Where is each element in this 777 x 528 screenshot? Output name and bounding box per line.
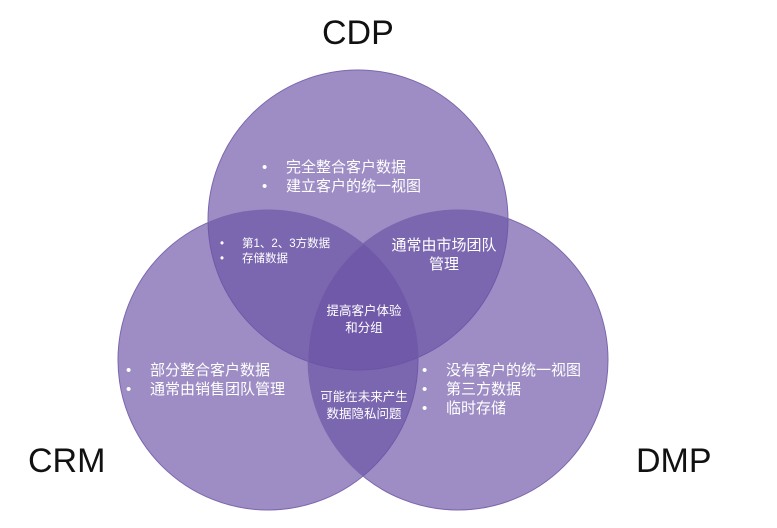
- list-item: 第三方数据: [422, 380, 581, 399]
- list-item: 完全整合客户数据: [262, 158, 421, 177]
- dmp-circle: [307, 209, 609, 511]
- crm-text: 部分整合客户数据 通常由销售团队管理: [126, 361, 285, 399]
- cdp-label: CDP: [322, 14, 394, 52]
- list-item: 第1、2、3方数据: [220, 237, 330, 252]
- list-item: 部分整合客户数据: [126, 361, 285, 380]
- text-line: 可能在未来产生: [320, 390, 408, 404]
- list-item: 建立客户的统一视图: [262, 177, 421, 196]
- list-item: 存储数据: [220, 252, 330, 267]
- text-line: 管理: [428, 256, 459, 273]
- all-overlap-text: 提高客户体验 和分组: [314, 303, 414, 337]
- dmp-label: DMP: [636, 442, 712, 480]
- dmp-text: 没有客户的统一视图 第三方数据 临时存储: [422, 361, 581, 418]
- list-item: 临时存储: [422, 399, 581, 418]
- cdp-text: 完全整合客户数据 建立客户的统一视图: [262, 158, 421, 196]
- text-line: 提高客户体验: [326, 304, 402, 318]
- list-item: 没有客户的统一视图: [422, 361, 581, 380]
- text-line: 通常由市场团队: [391, 237, 497, 254]
- list-item: 通常由销售团队管理: [126, 380, 285, 399]
- cdp-crm-text: 第1、2、3方数据 存储数据: [220, 237, 330, 267]
- crm-dmp-text: 可能在未来产生 数据隐私问题: [314, 389, 414, 423]
- cdp-dmp-text: 通常由市场团队 管理: [380, 236, 508, 274]
- text-line: 数据隐私问题: [326, 407, 402, 421]
- crm-label: CRM: [28, 442, 106, 480]
- text-line: 和分组: [345, 321, 383, 335]
